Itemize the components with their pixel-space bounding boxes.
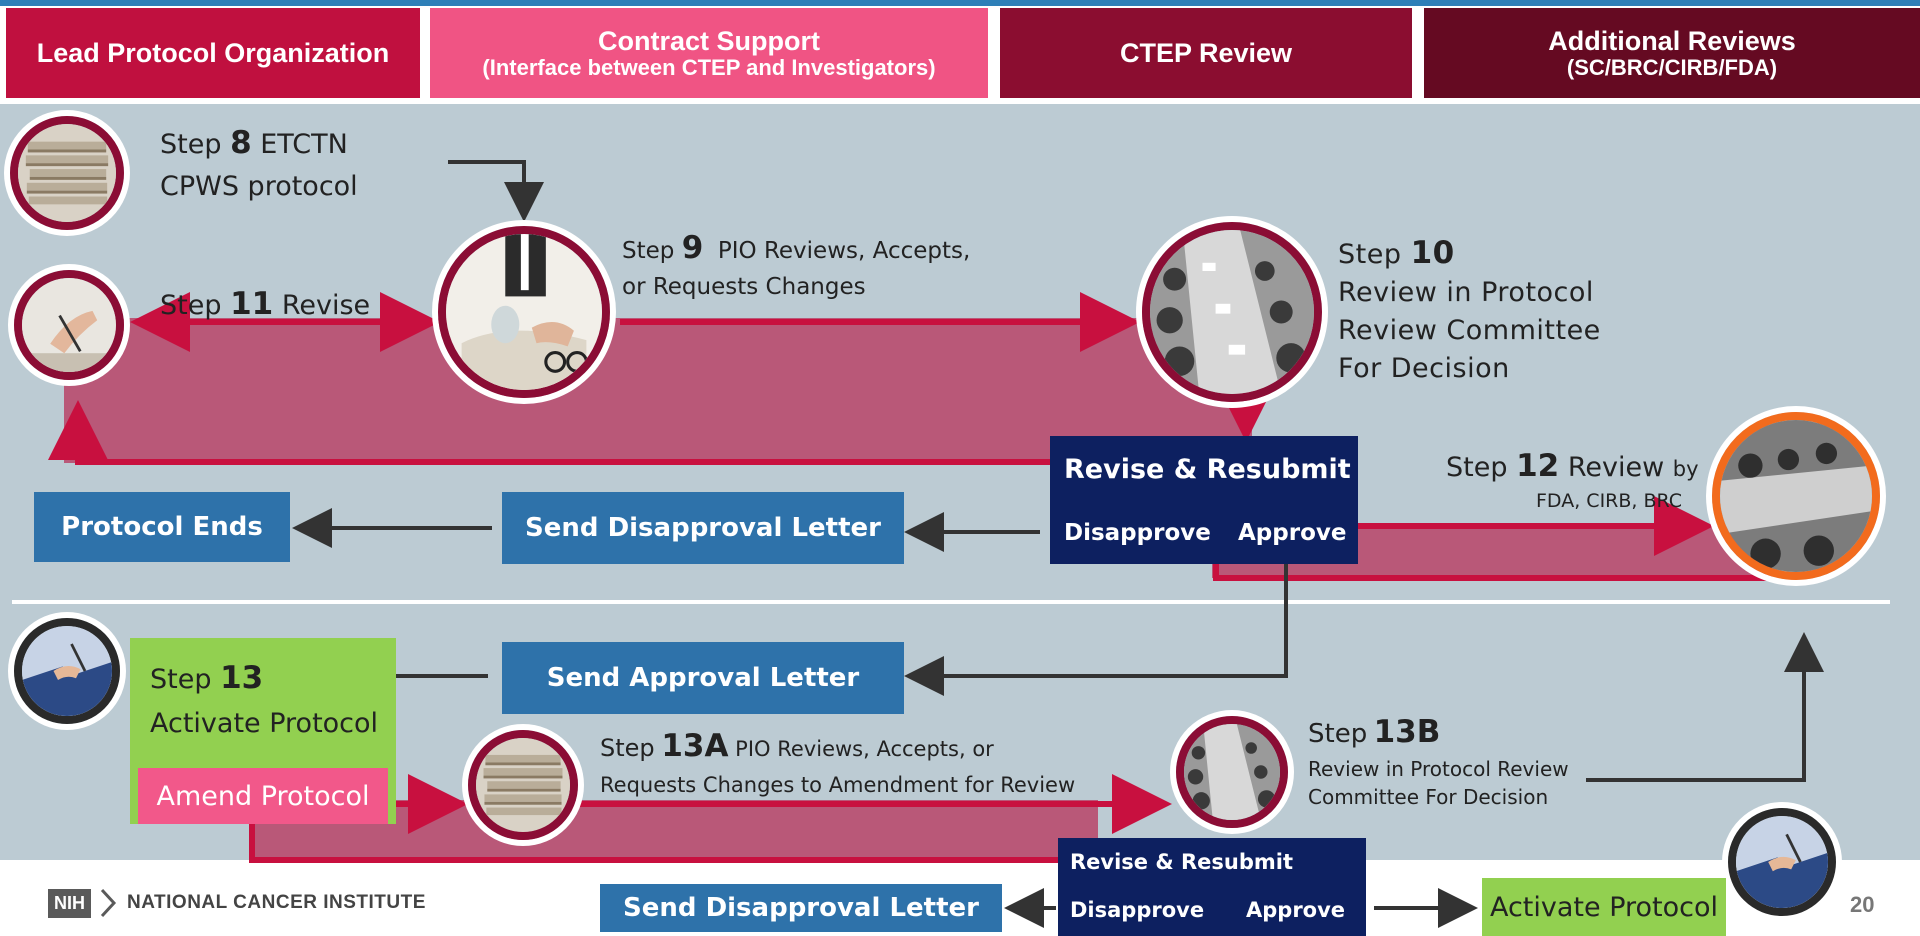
header-ctep-review: CTEP Review bbox=[1000, 8, 1412, 98]
institute-name: NATIONAL CANCER INSTITUTE bbox=[127, 892, 426, 913]
section-divider bbox=[12, 600, 1890, 604]
final-activation-photo-icon bbox=[1728, 808, 1836, 916]
step-13a-label: Step 13A PIO Reviews, Accepts, or Reques… bbox=[600, 728, 1076, 797]
revise-resubmit-option[interactable]: Revise & Resubmit bbox=[1064, 454, 1351, 485]
external-review-photo-icon bbox=[1712, 412, 1880, 580]
amendment-documents-photo-icon bbox=[468, 730, 578, 840]
header-title: Contract Support bbox=[598, 26, 820, 56]
revise-resubmit-option[interactable]: Revise & Resubmit bbox=[1070, 850, 1293, 874]
header-contract-support: Contract Support (Interface between CTEP… bbox=[430, 8, 988, 98]
header-title: Lead Protocol Organization bbox=[36, 38, 390, 68]
pio-review-photo-icon bbox=[438, 226, 610, 398]
step-11-label: Step 11 Revise bbox=[160, 286, 371, 322]
send-disapproval-letter-box-2: Send Disapproval Letter bbox=[600, 884, 1002, 932]
header-lead-protocol-organization: Lead Protocol Organization bbox=[6, 8, 420, 98]
page-number: 20 bbox=[1850, 892, 1875, 917]
amendment-committee-photo-icon bbox=[1176, 716, 1288, 828]
protocol-ends-box: Protocol Ends bbox=[34, 492, 290, 562]
header-title: CTEP Review bbox=[1119, 38, 1293, 68]
nci-logo: NIH NATIONAL CANCER INSTITUTE bbox=[48, 888, 426, 918]
chevron-right-icon bbox=[100, 888, 117, 918]
header-subtitle: (Interface between CTEP and Investigator… bbox=[482, 55, 936, 80]
nih-mark: NIH bbox=[48, 888, 91, 918]
header-subtitle: (SC/BRC/CIRB/FDA) bbox=[1566, 55, 1778, 80]
header-additional-reviews: Additional Reviews (SC/BRC/CIRB/FDA) bbox=[1424, 8, 1920, 98]
step-13b-label: Step 13B Review in Protocol Review Commi… bbox=[1308, 714, 1569, 810]
header-title: Additional Reviews bbox=[1548, 26, 1796, 56]
step-10-label: Step 10 Review in Protocol Review Commit… bbox=[1338, 235, 1601, 384]
activation-handshake-photo-icon bbox=[14, 618, 120, 724]
step-12-label: Step 12 Review by bbox=[1446, 448, 1699, 484]
decision-box-amendment: Revise & Resubmit Disapprove Approve bbox=[1058, 838, 1366, 936]
review-committee-photo-icon bbox=[1142, 222, 1322, 402]
disapprove-option[interactable]: Disapprove bbox=[1070, 898, 1205, 922]
signing-hand-photo-icon bbox=[14, 270, 124, 380]
top-accent-line bbox=[0, 0, 1920, 6]
step-8-label: Step 8 ETCTN CPWS protocol bbox=[160, 125, 358, 202]
approve-option[interactable]: Approve bbox=[1238, 520, 1347, 546]
approve-option[interactable]: Approve bbox=[1246, 898, 1346, 922]
step-13-label: Step 13 Activate Protocol bbox=[150, 660, 379, 739]
step-12-reviewers: FDA, CIRB, BRC bbox=[1536, 490, 1683, 512]
activate-protocol-box: Activate Protocol bbox=[1482, 878, 1726, 936]
disapprove-option[interactable]: Disapprove bbox=[1064, 520, 1211, 546]
send-approval-letter-box: Send Approval Letter bbox=[502, 642, 904, 714]
documents-photo-icon bbox=[10, 116, 124, 230]
send-disapproval-letter-box: Send Disapproval Letter bbox=[502, 492, 904, 564]
step-9-label: Step 9 PIO Reviews, Accepts, or Requests… bbox=[622, 230, 971, 300]
decision-box-ctep: Revise & Resubmit Disapprove Approve bbox=[1050, 436, 1358, 564]
amend-protocol-box: Amend Protocol bbox=[138, 768, 388, 824]
